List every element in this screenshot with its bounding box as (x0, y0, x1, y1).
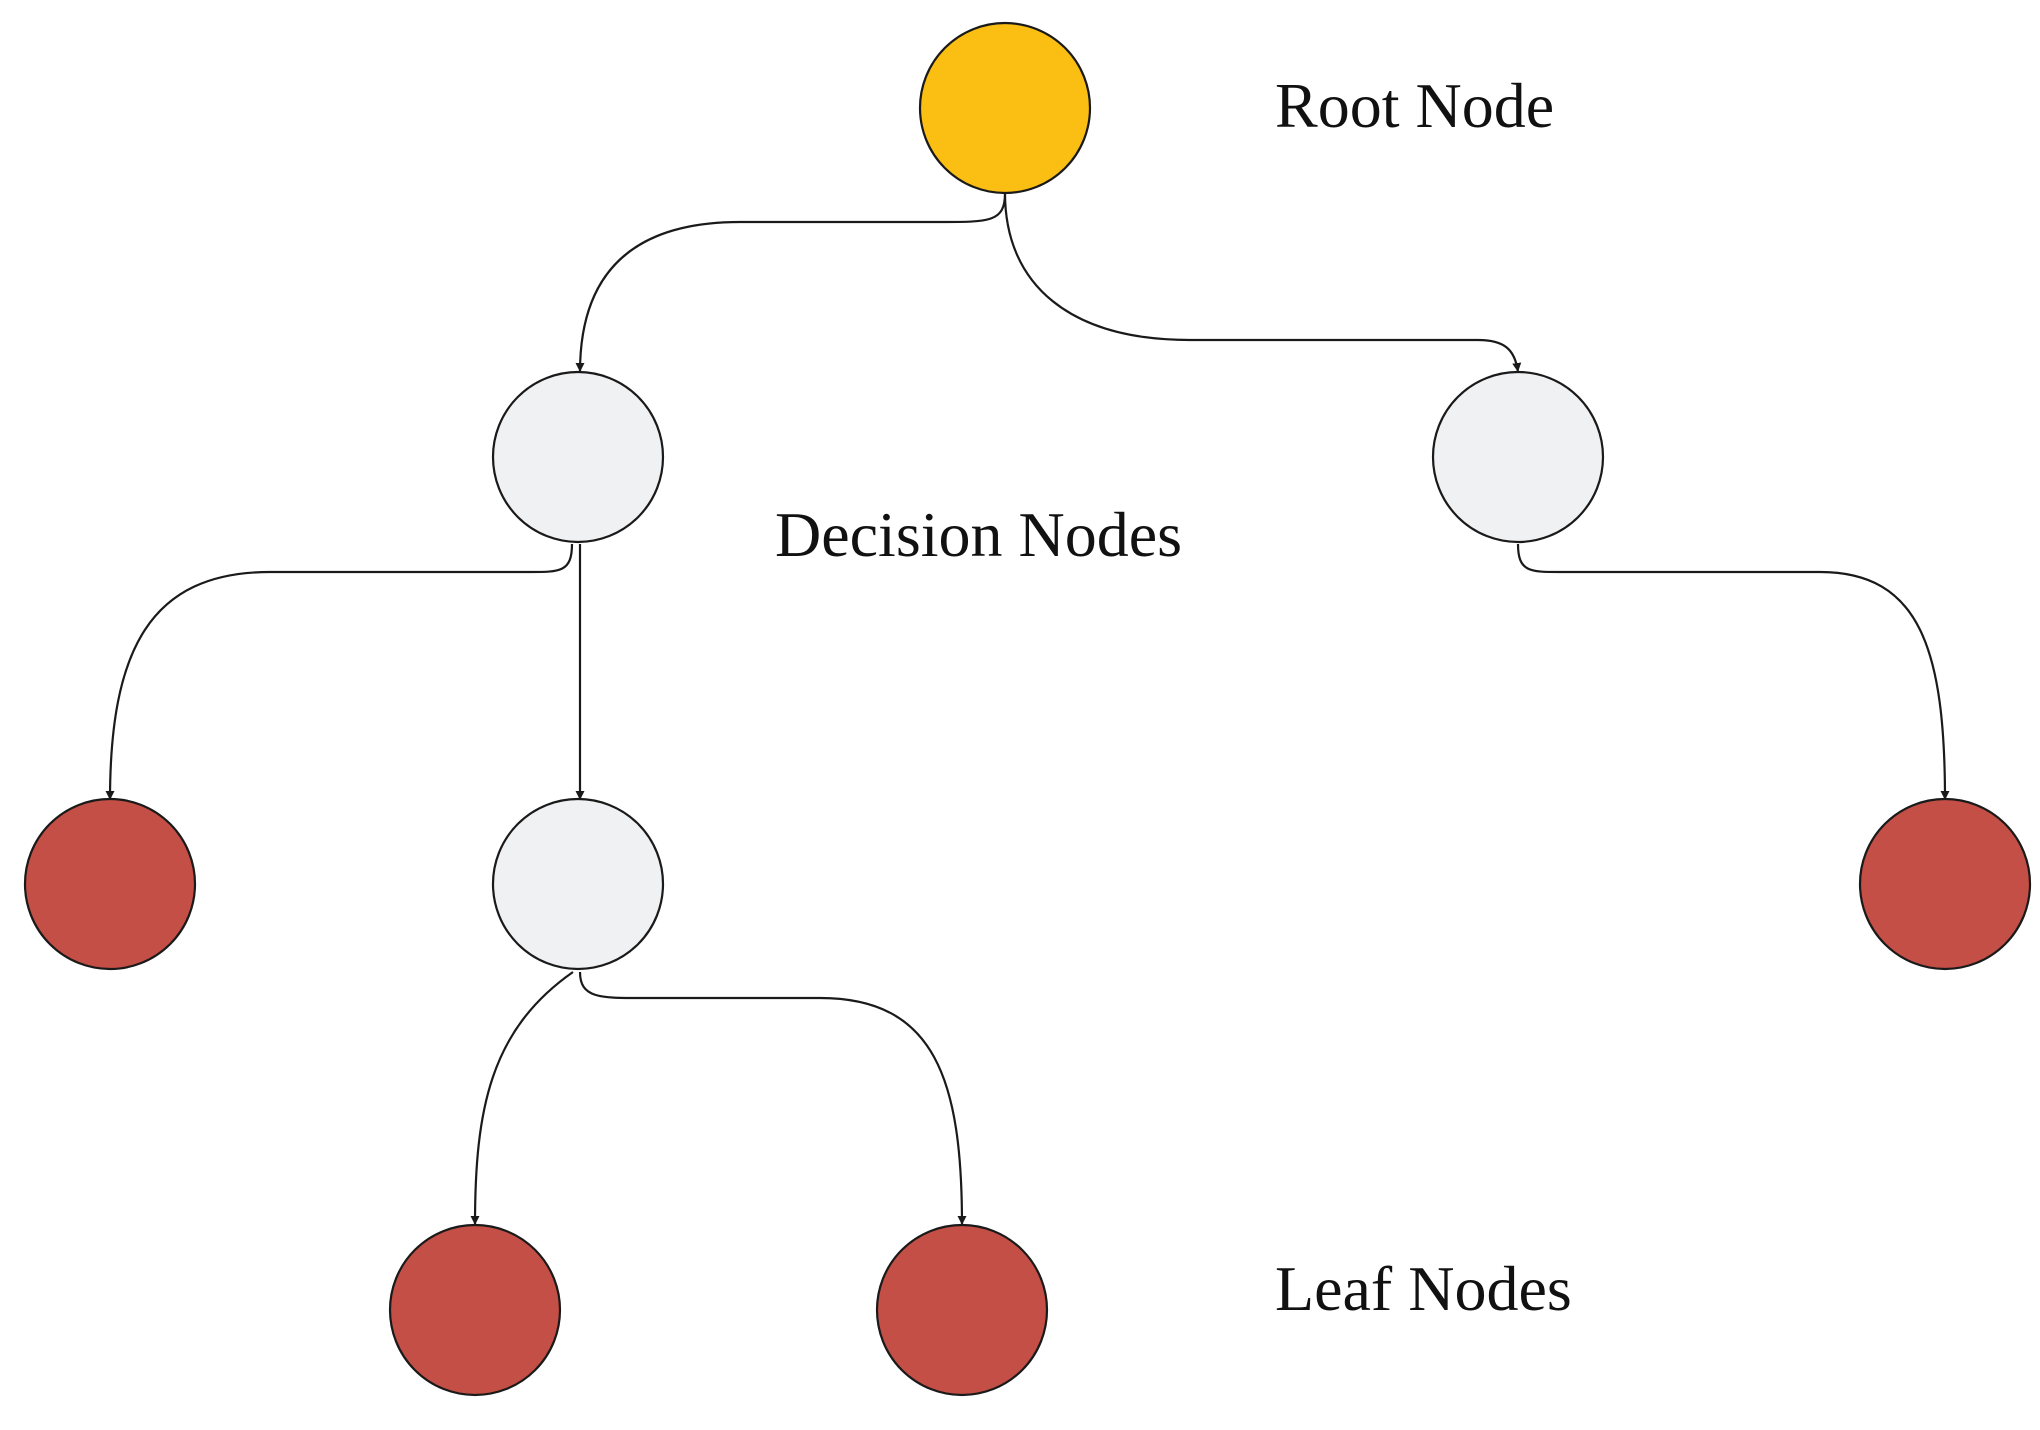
edge-root-to-decision-right (1003, 192, 1522, 373)
edge-decision-left-to-leaf-left (105, 543, 574, 801)
leaf-node-left (23, 797, 197, 971)
leaf-node-bottom-left (388, 1223, 562, 1397)
decision-nodes-label: Decision Nodes (775, 499, 1182, 570)
leaf-node-right (1858, 797, 2032, 971)
labels: Root Node Decision Nodes Leaf Nodes (775, 70, 1572, 1324)
edge-root-to-decision-left (575, 192, 1007, 373)
decision-node-middle (491, 797, 665, 971)
nodes (23, 21, 2032, 1397)
leaf-nodes-label: Leaf Nodes (1275, 1253, 1572, 1324)
edges (105, 192, 1950, 1226)
decision-node-left (491, 370, 665, 544)
root-node (918, 21, 1092, 195)
edge-decision-middle-to-leaf-bottom-right (578, 971, 967, 1226)
edge-decision-middle-to-leaf-bottom-left (470, 971, 574, 1226)
edge-decision-right-to-leaf-right (1516, 543, 1950, 801)
leaf-node-bottom-right (875, 1223, 1049, 1397)
root-node-label: Root Node (1275, 70, 1554, 141)
decision-node-right (1431, 370, 1605, 544)
